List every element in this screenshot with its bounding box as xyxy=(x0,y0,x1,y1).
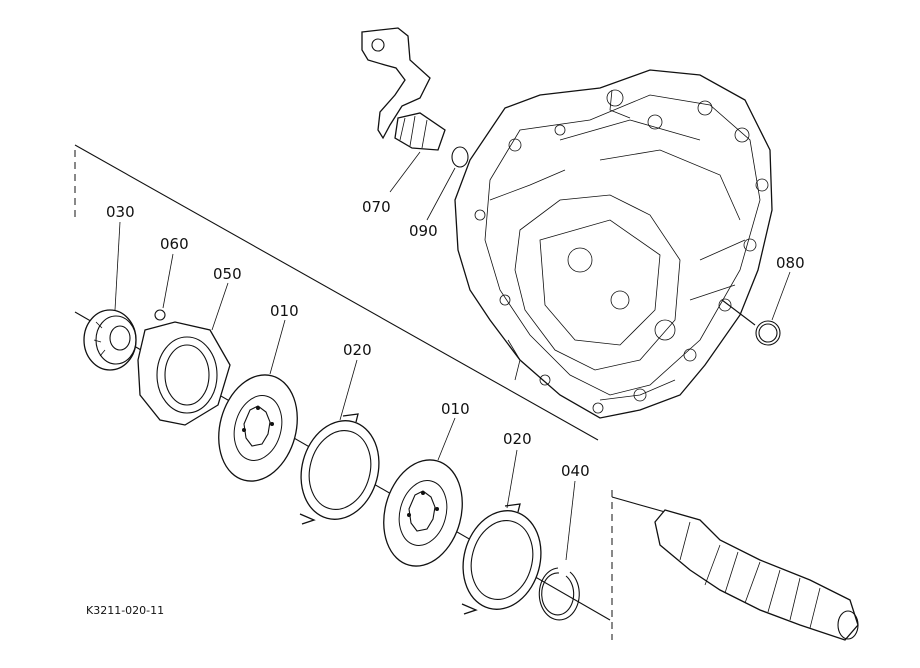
o-ring xyxy=(451,146,469,168)
label-010-lower: 010 xyxy=(441,400,470,418)
friction-disc-2 xyxy=(383,459,463,567)
splined-shaft xyxy=(654,509,859,641)
label-020-lower: 020 xyxy=(503,430,532,448)
steel-plate-1 xyxy=(299,413,380,525)
leader-lines xyxy=(114,151,791,561)
label-030: 030 xyxy=(106,203,135,221)
steel-ball xyxy=(154,309,166,321)
label-060: 060 xyxy=(160,235,189,253)
snap-ring xyxy=(538,567,580,621)
label-050: 050 xyxy=(213,265,242,283)
label-070: 070 xyxy=(362,198,391,216)
label-020-upper: 020 xyxy=(343,341,372,359)
collar-plate xyxy=(137,321,231,426)
label-090: 090 xyxy=(409,222,438,240)
retaining-ring-080 xyxy=(721,299,781,346)
label-010-upper: 010 xyxy=(270,302,299,320)
label-040: 040 xyxy=(561,462,590,480)
label-080: 080 xyxy=(776,254,805,272)
steel-plate-2 xyxy=(461,503,542,615)
diagram-code: K3211-020-11 xyxy=(86,604,164,617)
friction-disc-1 xyxy=(218,374,298,482)
shift-lever xyxy=(361,27,446,151)
ball-bearing xyxy=(83,309,137,371)
transmission-case xyxy=(454,69,773,419)
